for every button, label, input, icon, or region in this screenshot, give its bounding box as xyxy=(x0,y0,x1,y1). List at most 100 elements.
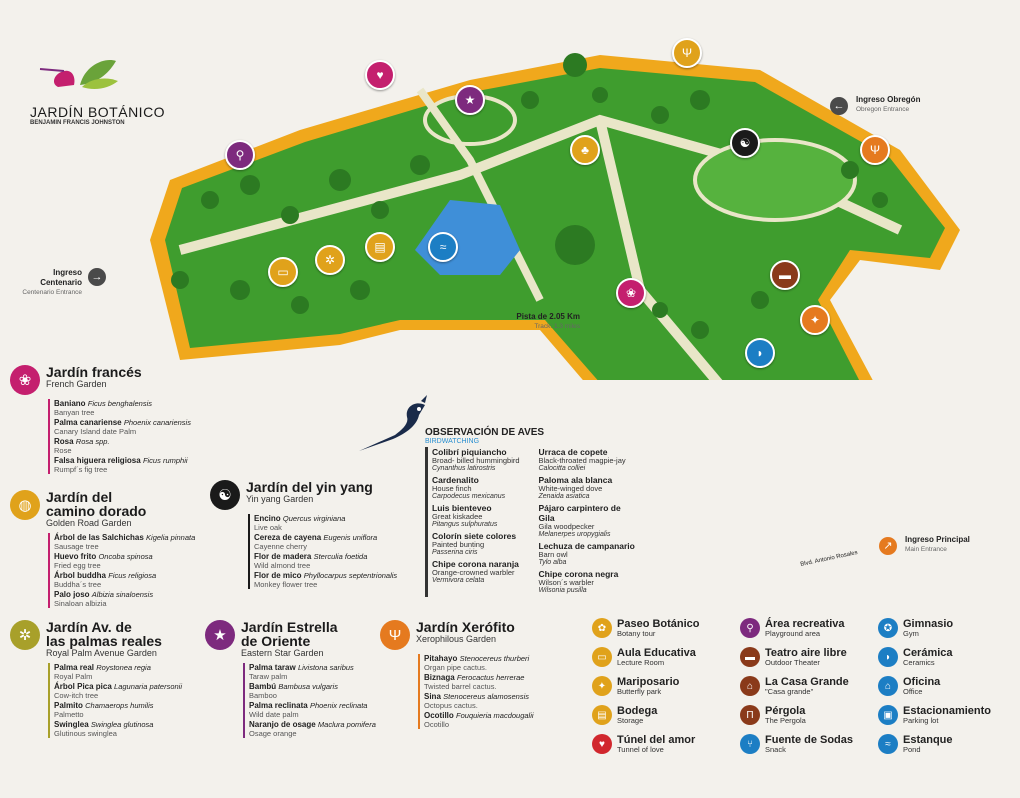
lecture-pin-icon[interactable]: ▭ xyxy=(268,257,298,287)
butterfly-pin-icon[interactable]: ✦ xyxy=(800,305,830,335)
arrow-up-right-icon[interactable]: ↗ xyxy=(879,537,897,555)
plant-english-name: Twisted barrel cactus. xyxy=(424,682,497,691)
butterfly-icon: ✦ xyxy=(592,676,612,696)
bird-english-name: Gila woodpecker xyxy=(538,522,595,531)
bird-english-name: Great kiskadee xyxy=(432,512,483,521)
storage-pin-icon[interactable]: ▤ xyxy=(365,232,395,262)
plant-english-name: Cow-itch tree xyxy=(54,691,99,700)
car-icon: ▣ xyxy=(878,705,898,725)
legend-sublabel: Gym xyxy=(903,629,919,638)
theater-pin-icon[interactable]: ▬ xyxy=(770,260,800,290)
plant-english-name: Octopus cactus. xyxy=(424,701,478,710)
obregon-entrance-label: ← Ingreso Obregón Obregon Entrance xyxy=(830,95,920,115)
plant-scientific-name: Quercus virginiana xyxy=(282,514,346,523)
plant-name: Biznaga xyxy=(424,673,455,682)
plant-english-name: Organ pipe cactus. xyxy=(424,663,487,672)
palm-avenue-pin-icon[interactable]: ✲ xyxy=(315,245,345,275)
plant-name: Palma reclinata xyxy=(249,701,308,710)
plant-name: Falsa higuera religiosa xyxy=(54,456,141,465)
rose-pin-icon[interactable]: ❀ xyxy=(616,278,646,308)
rose-icon: ❀ xyxy=(10,365,40,395)
plant-name: Cereza de cayena xyxy=(254,533,322,542)
bird-scientific-name: Wilsonia pusilla xyxy=(538,587,587,594)
palm-pin-icon[interactable]: ♣ xyxy=(570,135,600,165)
birdwatching-title: OBSERVACIÓN DE AVES xyxy=(425,427,545,438)
plant-name: Palma canariense xyxy=(54,418,122,427)
plant-scientific-name: Stenocereus alamosensis xyxy=(443,692,530,701)
hummingbird-logo-icon xyxy=(39,60,118,89)
ceramics-icon: ◗ xyxy=(878,647,898,667)
theater-icon: ▬ xyxy=(740,647,760,667)
plant-english-name: Live oak xyxy=(254,523,282,532)
star-pin-icon[interactable]: ★ xyxy=(455,85,485,115)
legend-label: Área recreativa xyxy=(765,618,845,630)
plant-scientific-name: Rosa spp. xyxy=(75,437,110,446)
cactus-icon: Ψ xyxy=(380,620,410,650)
waves-icon: ≈ xyxy=(878,734,898,754)
legend-label: Paseo Botánico xyxy=(617,618,700,630)
xerophilous-pin-icon[interactable]: Ψ xyxy=(860,135,890,165)
garden-camino-dorado: ◍ Jardín del camino dorado Golden Road G… xyxy=(10,490,220,609)
yin-yang-pin-icon[interactable]: ☯ xyxy=(730,128,760,158)
main-entrance-label: ↗ Ingreso Principal Main Entrance xyxy=(879,535,970,555)
storage-icon: ▤ xyxy=(592,705,612,725)
magpie-jay-icon xyxy=(359,395,427,451)
trees xyxy=(171,53,888,339)
office-icon: ⌂ xyxy=(878,676,898,696)
legend-sublabel: Botany tour xyxy=(617,629,656,638)
bird-scientific-name: Passerina ciris xyxy=(432,549,478,556)
plant-english-name: Buddha´s tree xyxy=(54,580,102,589)
legend-label: Oficina xyxy=(903,676,941,688)
plant-name: Árbol Pica pica xyxy=(54,682,112,691)
plant-name: Palmito xyxy=(54,701,83,710)
birdwatching-subtitle: BIRDWATCHING xyxy=(425,438,480,445)
pond-pin-icon[interactable]: ≈ xyxy=(428,232,458,262)
plant-name: Árbol de las Salchichas xyxy=(54,533,144,542)
slide-icon: ⚲ xyxy=(740,618,760,638)
slide-pin-icon[interactable]: ⚲ xyxy=(225,140,255,170)
arrow-right-icon[interactable]: → xyxy=(88,268,106,286)
bird-english-name: House finch xyxy=(432,484,472,493)
legend-sublabel: "Casa grande" xyxy=(765,687,814,696)
heart-icon: ♥ xyxy=(592,734,612,754)
plant-english-name: Palmetto xyxy=(54,710,84,719)
plant-english-name: Taraw palm xyxy=(249,672,288,681)
bird-name: Luis bienteveo xyxy=(432,503,492,513)
plant-scientific-name: Roystonea regia xyxy=(96,663,151,672)
bird-scientific-name: Vermivora celata xyxy=(432,577,485,584)
cactus-pin-icon[interactable]: Ψ xyxy=(672,38,702,68)
arrow-left-icon[interactable]: ← xyxy=(830,97,848,115)
bird-scientific-name: Zenaida asiatica xyxy=(538,493,590,500)
plant-english-name: Banyan tree xyxy=(54,408,95,417)
house-icon: ⌂ xyxy=(740,676,760,696)
garden-estrella-oriente: ★ Jardín Estrella de Oriente Eastern Sta… xyxy=(205,620,405,739)
bird-name: Chipe corona naranja xyxy=(432,559,519,569)
ceramics-pin-icon[interactable]: ◗ xyxy=(745,338,775,368)
plant-english-name: Wild almond tree xyxy=(254,561,311,570)
plant-name: Palma taraw xyxy=(249,663,296,672)
plant-name: Palo joso xyxy=(54,590,90,599)
plant-english-name: Glutinous swinglea xyxy=(54,729,117,738)
heart-pin-icon[interactable]: ♥ xyxy=(365,60,395,90)
plant-name: Naranjo de osage xyxy=(249,720,316,729)
legend-label: Bodega xyxy=(617,705,658,717)
plant-name: Flor de madera xyxy=(254,552,312,561)
plant-scientific-name: Kigelia pinnata xyxy=(146,533,196,542)
bird-name: Colorín siete colores xyxy=(432,531,517,541)
legend-label: Pérgola xyxy=(765,705,806,717)
legend-sublabel: Playground area xyxy=(765,629,821,638)
